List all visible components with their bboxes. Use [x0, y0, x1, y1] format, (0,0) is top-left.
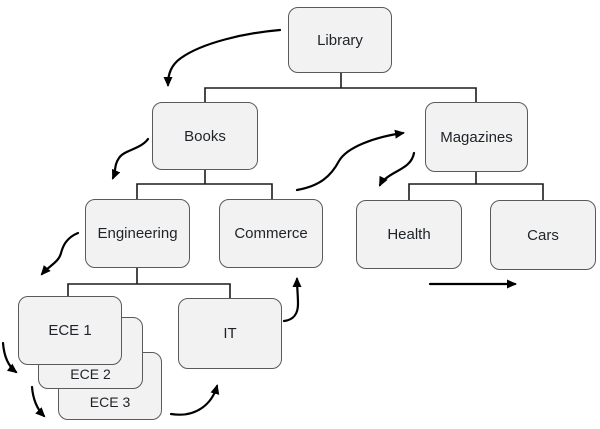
node-magazines-label: Magazines	[440, 128, 513, 146]
node-books: Books	[152, 102, 258, 170]
arrow-books-to-engineering	[111, 137, 150, 180]
node-cars: Cars	[490, 200, 596, 270]
arrow-magazines-to-health	[378, 151, 416, 187]
arrow-ece1-to-ece2	[1, 341, 18, 374]
connector-engineering-children	[67, 268, 231, 298]
arrow-ece3-to-it	[169, 384, 220, 416]
arrow-engineering-to-ece1	[40, 231, 80, 276]
node-commerce-label: Commerce	[234, 225, 308, 242]
node-health: Health	[356, 200, 462, 269]
node-it: IT	[178, 298, 282, 369]
node-commerce: Commerce	[219, 199, 323, 268]
connector-library-children	[204, 73, 477, 102]
connector-books-children	[136, 170, 273, 199]
node-health-label: Health	[387, 226, 431, 243]
node-magazines: Magazines	[425, 102, 528, 172]
node-ece1: ECE 1	[18, 296, 122, 365]
arrow-ece2-to-ece3	[30, 385, 46, 418]
node-library-label: Library	[317, 31, 363, 49]
node-it-label: IT	[223, 325, 237, 342]
node-ece1-label: ECE 1	[48, 322, 92, 339]
node-books-label: Books	[184, 127, 226, 145]
connector-magazines-children	[408, 172, 544, 200]
arrow-commerce-to-magazines	[295, 129, 405, 192]
arrow-it-to-commerce	[282, 277, 302, 323]
node-engineering: Engineering	[85, 199, 190, 268]
arrow-library-to-books	[163, 28, 282, 87]
node-ece2-label: ECE 2	[70, 366, 111, 382]
node-engineering-label: Engineering	[97, 225, 178, 242]
node-library: Library	[288, 7, 392, 73]
node-cars-label: Cars	[527, 226, 559, 244]
node-ece3-label: ECE 3	[89, 394, 131, 410]
